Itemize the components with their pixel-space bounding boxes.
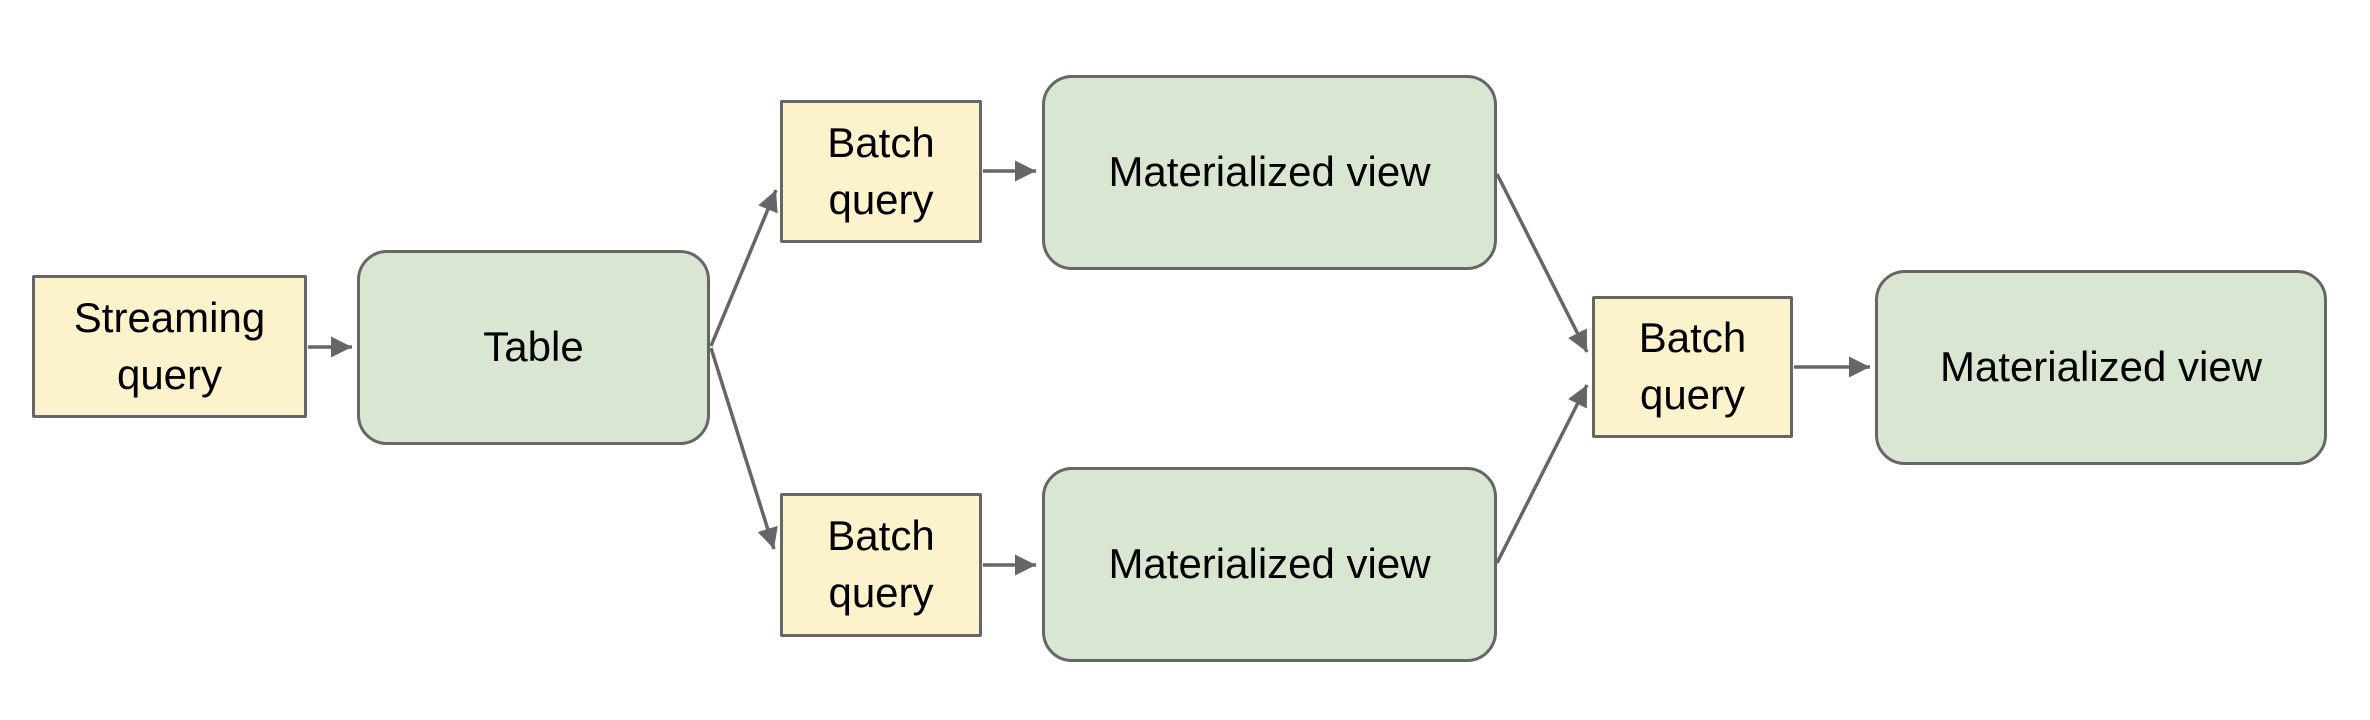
edge-materialized-view-top-to-batch-query-right [1495, 173, 1589, 353]
node-materialized-view-final-label: Materialized view [1939, 343, 2263, 391]
node-streaming-query: Streaming query [32, 275, 307, 418]
node-streaming-query-label: Streaming query [73, 293, 266, 398]
node-batch-query-top: Batch query [780, 100, 982, 243]
node-materialized-view-bottom: Materialized view [1042, 467, 1497, 662]
node-batch-query-bottom: Batch query [780, 493, 982, 637]
node-batch-query-right-label: Batch query [1638, 314, 1747, 418]
node-table-label: Table [483, 323, 584, 371]
node-materialized-view-final: Materialized view [1875, 270, 2327, 465]
edge-table-to-batch-query-top [709, 189, 778, 347]
node-materialized-view-bottom-label: Materialized view [1108, 540, 1431, 588]
node-table: Table [357, 250, 710, 445]
edge-materialized-view-bottom-to-batch-query-right [1495, 384, 1589, 564]
node-materialized-view-top-label: Materialized view [1108, 148, 1431, 196]
node-batch-query-top-label: Batch query [827, 118, 935, 223]
node-batch-query-right: Batch query [1592, 296, 1793, 438]
node-batch-query-bottom-label: Batch query [827, 512, 935, 616]
edge-table-to-batch-query-bottom [709, 347, 778, 550]
node-materialized-view-top: Materialized view [1042, 75, 1497, 270]
